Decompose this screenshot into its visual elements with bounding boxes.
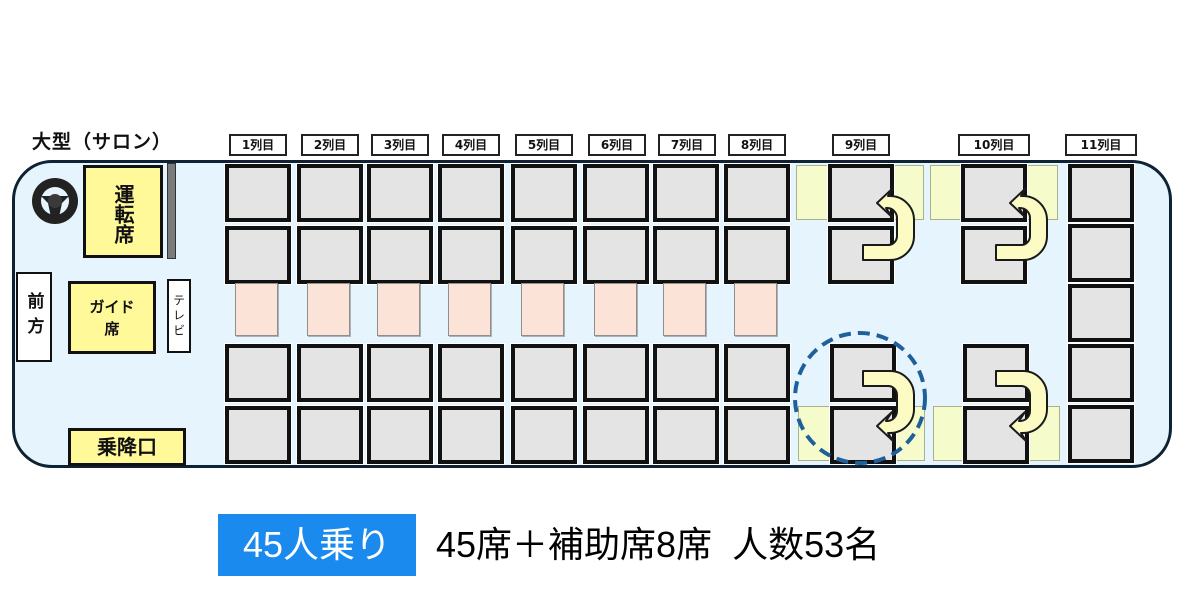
seat[interactable] — [366, 163, 434, 223]
seat[interactable] — [652, 225, 720, 285]
auxiliary-seat[interactable] — [377, 283, 420, 336]
seat[interactable] — [723, 163, 791, 223]
seat[interactable] — [224, 225, 292, 285]
door-entrance: 乗降口 — [68, 428, 186, 466]
column-label-7: 7列目 — [658, 134, 716, 156]
rear-seat[interactable] — [1067, 223, 1135, 283]
seat[interactable] — [366, 225, 434, 285]
guide-seat: ガイド席 — [68, 281, 156, 354]
seat[interactable] — [224, 405, 292, 465]
capacity-badge: 45人乗り — [218, 514, 416, 576]
seat[interactable] — [437, 163, 505, 223]
seat[interactable] — [582, 343, 650, 403]
seat[interactable] — [723, 225, 791, 285]
seat[interactable] — [652, 405, 720, 465]
column-label-9: 9列目 — [832, 134, 890, 156]
seat[interactable] — [510, 163, 578, 223]
rotating-seat[interactable] — [962, 405, 1030, 465]
column-label-11: 11列目 — [1065, 134, 1137, 156]
auxiliary-seat[interactable] — [307, 283, 350, 336]
seat[interactable] — [652, 343, 720, 403]
seat[interactable] — [296, 343, 364, 403]
rear-seat[interactable] — [1067, 404, 1135, 464]
rotating-seat[interactable] — [827, 225, 895, 285]
column-label-5: 5列目 — [515, 134, 573, 156]
seat[interactable] — [582, 225, 650, 285]
rotating-seat[interactable] — [962, 343, 1030, 403]
auxiliary-seat[interactable] — [734, 283, 777, 336]
bus-type-title: 大型（サロン） — [32, 131, 173, 153]
auxiliary-seat[interactable] — [521, 283, 564, 336]
rotating-seat[interactable] — [827, 163, 895, 223]
auxiliary-seat[interactable] — [594, 283, 637, 336]
column-label-10: 10列目 — [958, 134, 1030, 156]
seat[interactable] — [296, 405, 364, 465]
column-label-3: 3列目 — [371, 134, 429, 156]
rotating-seat[interactable] — [960, 163, 1028, 223]
rear-seat[interactable] — [1067, 163, 1135, 223]
seat[interactable] — [510, 343, 578, 403]
auxiliary-seat[interactable] — [235, 283, 278, 336]
rotating-seat[interactable] — [960, 225, 1028, 285]
column-label-2: 2列目 — [301, 134, 359, 156]
seat[interactable] — [296, 225, 364, 285]
seat[interactable] — [723, 343, 791, 403]
rear-seat[interactable] — [1067, 283, 1135, 343]
front-indicator: 前方 — [16, 272, 52, 362]
rotating-seat[interactable] — [829, 343, 897, 403]
column-label-4: 4列目 — [442, 134, 500, 156]
seat[interactable] — [652, 163, 720, 223]
seat[interactable] — [582, 405, 650, 465]
capacity-detail: 45席＋補助席8席 人数53名 — [436, 524, 881, 565]
seat[interactable] — [224, 343, 292, 403]
seat[interactable] — [366, 405, 434, 465]
auxiliary-seat[interactable] — [663, 283, 706, 336]
seat[interactable] — [582, 163, 650, 223]
seat[interactable] — [366, 343, 434, 403]
seat[interactable] — [296, 163, 364, 223]
column-label-6: 6列目 — [588, 134, 646, 156]
rotating-seat[interactable] — [829, 405, 897, 465]
rear-seat[interactable] — [1067, 343, 1135, 403]
auxiliary-seat[interactable] — [448, 283, 491, 336]
seat[interactable] — [437, 225, 505, 285]
tv: テレビ — [167, 279, 191, 353]
driver-seat: 運転席 — [83, 165, 163, 258]
column-label-8: 8列目 — [728, 134, 786, 156]
guide-seat-label: ガイド席 — [89, 297, 135, 338]
seat[interactable] — [224, 163, 292, 223]
seat[interactable] — [510, 405, 578, 465]
driver-seat-label: 運転席 — [111, 183, 135, 244]
seat[interactable] — [723, 405, 791, 465]
seat[interactable] — [510, 225, 578, 285]
seat[interactable] — [437, 343, 505, 403]
partition-wall — [167, 163, 176, 259]
column-label-1: 1列目 — [229, 134, 287, 156]
seat[interactable] — [437, 405, 505, 465]
